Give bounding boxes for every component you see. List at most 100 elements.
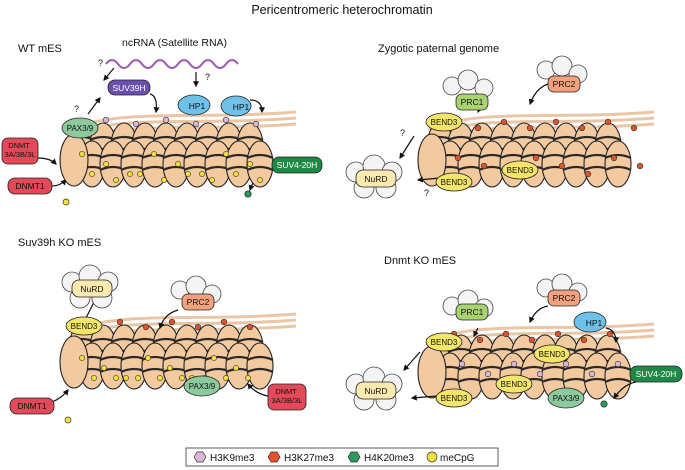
mecpg-mark xyxy=(101,365,107,371)
panel-label-wt: WT mES xyxy=(18,43,62,55)
suv39h-protein: SUV39H xyxy=(107,79,151,96)
dnmt3-label-line2: 3A/3B/3L xyxy=(272,396,303,405)
pax39-protein: PAX3/9 xyxy=(183,375,221,397)
prc2-label: PRC2 xyxy=(187,297,210,307)
suv420h-label: SUV4-20H xyxy=(636,369,677,379)
mecpg-mark xyxy=(161,177,167,183)
nurd-complex: NuRD xyxy=(345,154,403,199)
prc1-complex: PRC1 xyxy=(442,289,494,321)
pax39-protein: PAX3/9 xyxy=(547,387,585,409)
legend-swatch-h4k20me3 xyxy=(347,451,361,463)
arrow xyxy=(410,394,439,401)
h3k27me3-mark xyxy=(500,118,508,126)
bend3-protein: BEND3 xyxy=(533,344,571,364)
bend3-label: BEND3 xyxy=(441,394,468,403)
mecpg-mark xyxy=(145,355,151,361)
bend3-protein: BEND3 xyxy=(495,374,533,394)
hp1-label: HP1 xyxy=(189,101,206,111)
prc2-complex: PRC2 xyxy=(536,273,588,307)
mecpg-mark xyxy=(233,171,239,177)
arrow xyxy=(103,67,115,81)
question-mark: ? xyxy=(424,188,429,198)
h3k9me3-mark xyxy=(588,370,596,378)
mecpg-mark xyxy=(62,198,70,206)
h3k27me3-mark xyxy=(584,170,592,178)
dnmt3-protein: DNMT 3A/3B/3L xyxy=(267,383,307,411)
dnmt1-label: DNMT1 xyxy=(15,181,45,191)
h3k27me3-mark xyxy=(220,318,228,326)
arrow xyxy=(403,351,421,371)
arrow xyxy=(528,83,549,106)
nucleosome xyxy=(59,335,89,389)
mecpg-mark xyxy=(167,365,173,371)
h3k27me3-mark xyxy=(454,154,462,162)
h3k9me3-mark xyxy=(252,120,260,128)
bend3-protein: BEND3 xyxy=(435,388,473,408)
h3k27me3-mark xyxy=(636,162,644,170)
bend3-protein: BEND3 xyxy=(65,316,103,336)
h3k27me3-mark xyxy=(526,124,534,132)
arrow xyxy=(416,176,441,183)
mecpg-mark xyxy=(199,171,205,177)
mecpg-mark xyxy=(103,161,109,167)
mecpg-mark xyxy=(185,171,191,177)
hp1-protein: HP1 xyxy=(573,311,607,333)
pax39-label: PAX3/9 xyxy=(553,394,580,403)
arrow xyxy=(149,93,160,114)
panel-zygotic: ? ? PRC1 PRC2 BEND3 BEND3 BEND3 xyxy=(345,55,655,199)
mecpg-mark xyxy=(233,365,239,371)
bend3-protein: BEND3 xyxy=(425,332,463,352)
mecpg-mark xyxy=(223,375,229,381)
bend3-label: BEND3 xyxy=(441,178,468,187)
h4k20me3-mark xyxy=(244,190,252,198)
h3k9me3-mark xyxy=(458,360,466,368)
hp1-protein: HP1 xyxy=(220,95,252,117)
h3k27me3-mark xyxy=(142,323,150,331)
panel-suv39h-ko: NuRD PRC2 BEND3 DNMT1 DNMT 3A/3B/3L xyxy=(9,264,307,424)
ncrna-wave xyxy=(105,59,239,69)
mecpg-mark xyxy=(127,171,133,177)
h3k9me3-mark xyxy=(192,120,200,128)
legend: H3K9me3 H3K27me3 H4K20me3 meCpG xyxy=(185,447,499,467)
panel-label-dnmt-ko: Dnmt KO mES xyxy=(384,255,456,267)
prc1-label: PRC1 xyxy=(461,307,484,317)
mecpg-mark xyxy=(135,375,141,381)
arrow xyxy=(529,305,549,324)
mecpg-mark xyxy=(79,151,85,157)
bend3-label: BEND3 xyxy=(501,380,528,389)
mecpg-mark xyxy=(79,355,85,361)
bend3-label: BEND3 xyxy=(71,322,98,331)
pax39-protein: PAX3/9 xyxy=(61,117,99,139)
suv420h-protein: SUV4-20H xyxy=(271,156,323,174)
h3k27me3-mark xyxy=(502,330,510,338)
dnmt1-label: DNMT1 xyxy=(17,401,47,411)
nurd-complex: NuRD xyxy=(345,366,403,411)
prc1-complex: PRC1 xyxy=(442,69,494,111)
mecpg-mark xyxy=(209,177,215,183)
panel-label-suv39h-ko: Suv39h KO mES xyxy=(18,237,101,249)
h3k9me3-mark xyxy=(484,370,492,378)
h3k27me3-mark xyxy=(580,336,588,344)
mecpg-mark xyxy=(89,171,95,177)
prc2-complex: PRC2 xyxy=(536,55,588,93)
legend-box xyxy=(185,447,499,467)
h3k27me3-mark xyxy=(606,330,614,338)
h3k9me3-mark xyxy=(536,370,544,378)
dnmt3-label-line1: DNMT xyxy=(275,387,297,396)
h3k27me3-mark xyxy=(558,162,566,170)
nurd-label: NuRD xyxy=(364,174,387,184)
legend-label-h3k27me3: H3K27me3 xyxy=(284,453,334,464)
nucleosome xyxy=(245,341,275,391)
h3k27me3-mark xyxy=(168,318,176,326)
legend-item-h3k27me3: H3K27me3 xyxy=(267,451,334,464)
h3k9me3-mark xyxy=(562,360,570,368)
figure-title: Pericentromeric heterochromatin xyxy=(251,3,432,17)
h3k27me3-mark xyxy=(552,118,560,126)
dnmt3-protein: DNMT 3A/3B/3L xyxy=(1,137,39,165)
h3k27me3-mark xyxy=(246,323,254,331)
legend-swatch-h3k9me3 xyxy=(193,451,207,463)
dnmt3-label: DNMT 3A/3B/3L xyxy=(272,387,303,405)
suv39h-label: SUV39H xyxy=(112,83,145,93)
legend-item-h3k9me3: H3K9me3 xyxy=(193,451,255,464)
